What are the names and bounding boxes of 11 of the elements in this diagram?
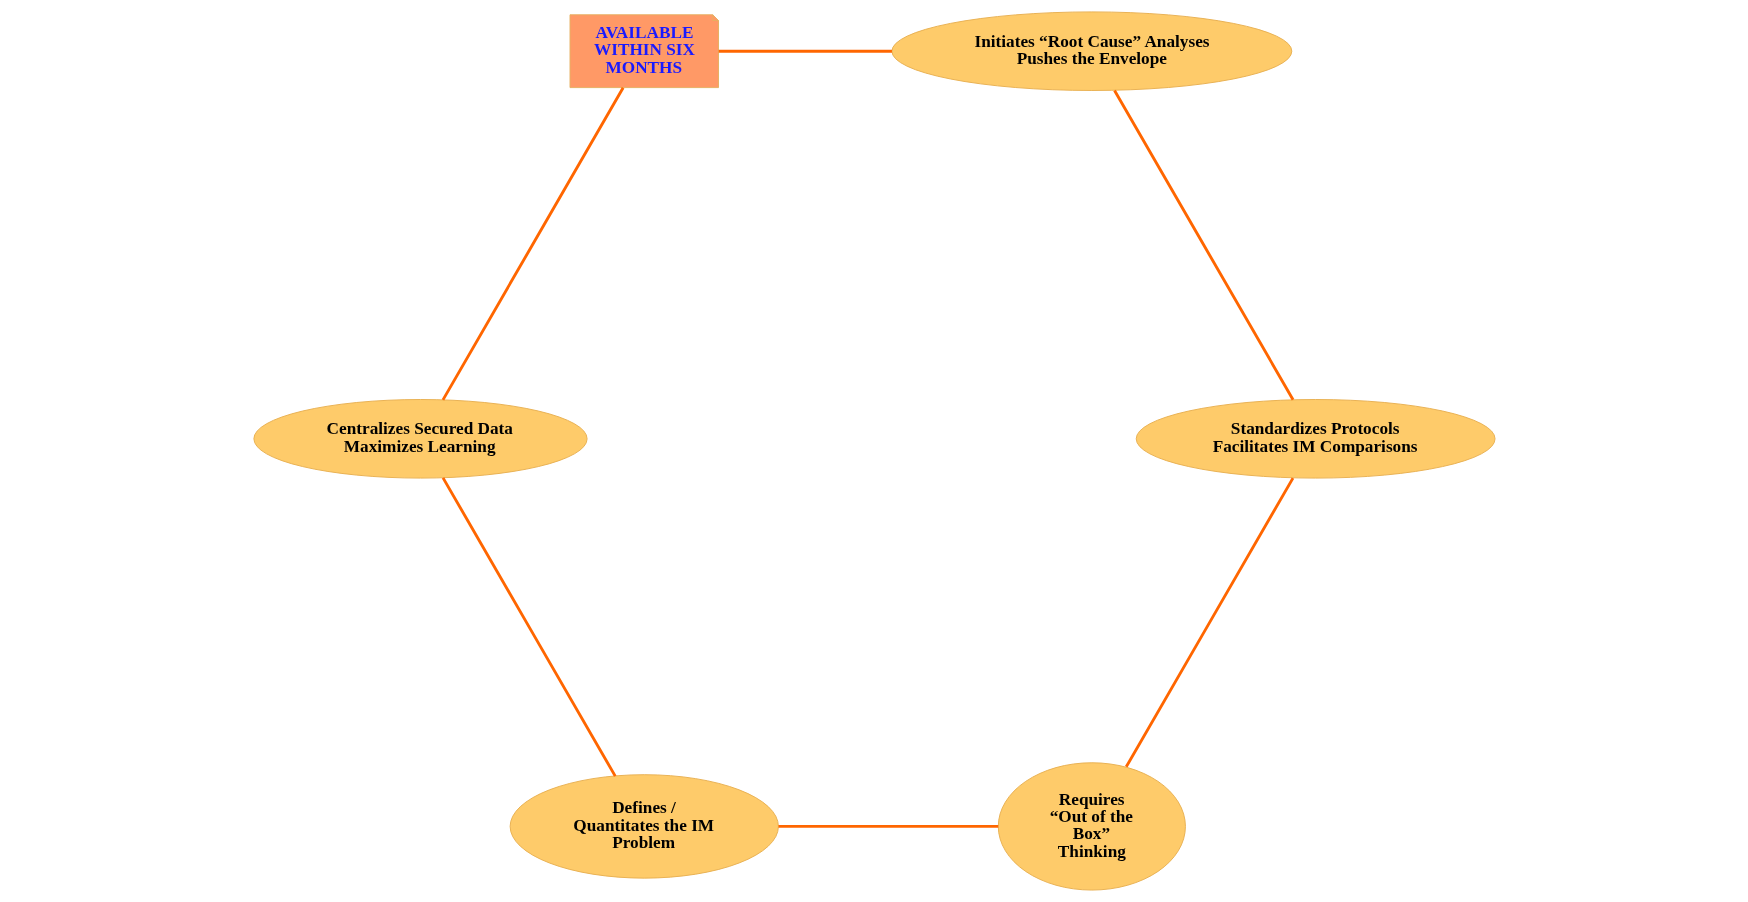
node-ellipse: Requires “Out of the Box” Thinking — [997, 762, 1186, 891]
node-ellipse: Defines / Quantitates the IM Problem — [509, 774, 779, 879]
node-ellipse: Centralizes Secured Data Maximizes Learning — [252, 399, 588, 479]
connector — [441, 87, 624, 401]
node-ellipse: Standardizes Protocols Facilitates IM Comparisons — [1135, 399, 1496, 479]
connector — [441, 477, 616, 777]
connector — [1112, 89, 1294, 401]
connector — [777, 824, 998, 828]
node-ellipse: Initiates “Root Cause” Analyses Pushes the Envelope — [890, 11, 1292, 91]
connector — [718, 49, 892, 53]
connector — [1124, 477, 1294, 768]
